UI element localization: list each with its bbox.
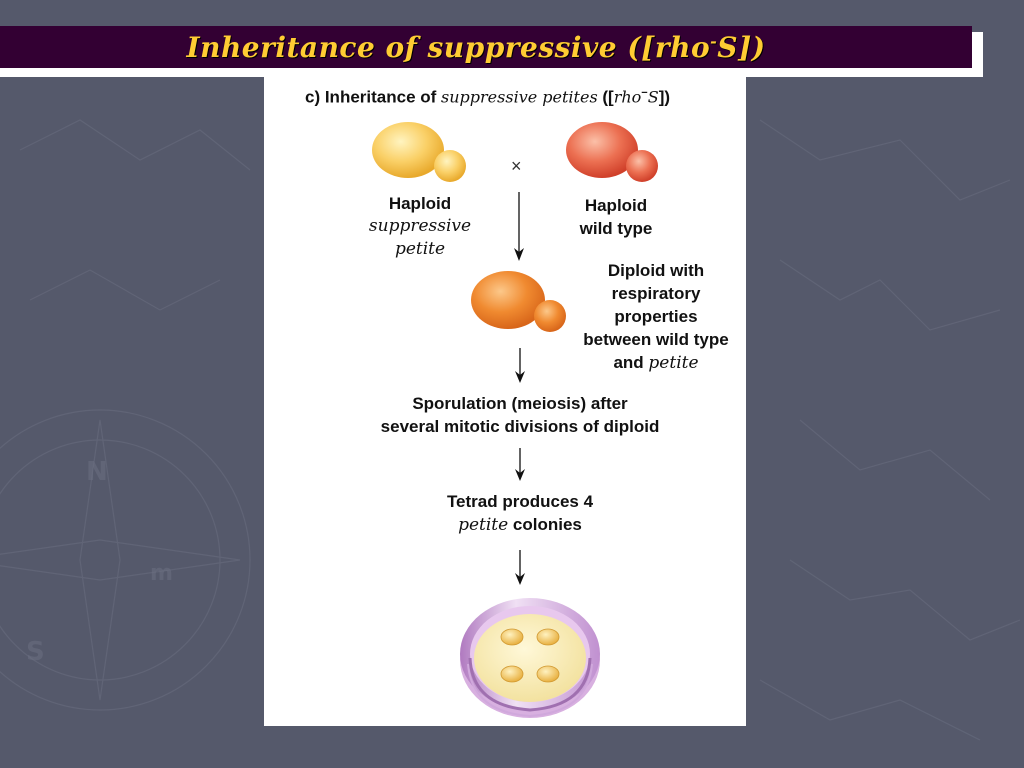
diploid-cell [471, 271, 566, 332]
svg-text:S: S [26, 637, 45, 667]
haploid-petite-cell [372, 122, 466, 182]
sporulation-label: Sporulation (meiosis) after several mito… [380, 394, 660, 436]
figure-panel: c) Inheritance of suppressive petites ([… [264, 76, 746, 726]
figure-heading: c) Inheritance of suppressive petites ([… [305, 87, 671, 107]
diploid-label: Diploid with respiratory properties betw… [583, 261, 729, 373]
parent2-label: Haploid wild type [579, 196, 653, 238]
tetrad-label: Tetrad produces 4 petite colonies [446, 492, 594, 535]
svg-text:m: m [150, 561, 173, 586]
arrow-down-1 [514, 192, 524, 261]
parent1-label: Haploid suppressive petite [368, 194, 472, 259]
svg-text:N: N [86, 457, 108, 487]
haploid-wild-type-cell [566, 122, 658, 182]
petri-dish [460, 598, 600, 718]
arrow-down-4 [515, 550, 525, 585]
slide-title: Inheritance of suppressive ([rho-S]) [186, 30, 766, 64]
arrow-down-3 [515, 448, 525, 481]
arrow-down-2 [515, 348, 525, 383]
cross-symbol: × [511, 156, 522, 176]
title-bar: Inheritance of suppressive ([rho-S]) [0, 26, 972, 68]
